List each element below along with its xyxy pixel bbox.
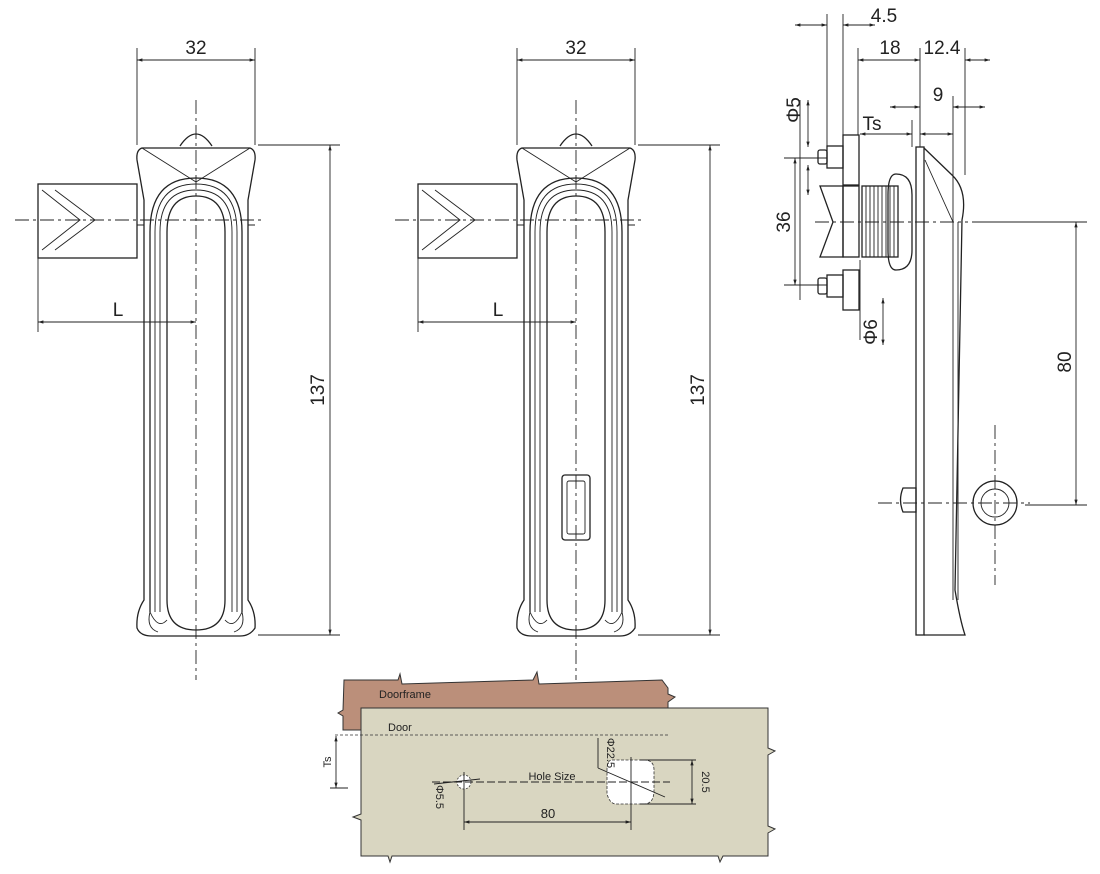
dim-9-label: 9 bbox=[933, 85, 944, 106]
front-view-with-key: 32 137 L bbox=[395, 38, 720, 680]
dim-36-label: 36 bbox=[774, 211, 795, 232]
dim-phi6-label: Φ6 bbox=[861, 319, 882, 345]
dim-12-4-label: 12.4 bbox=[924, 38, 961, 59]
hole-size-label: Hole Size bbox=[528, 771, 575, 783]
phi5-5-label: Φ5.5 bbox=[433, 785, 445, 809]
width-label: 32 bbox=[565, 38, 586, 59]
length-label: L bbox=[113, 300, 124, 321]
panel-cutout-detail: Doorframe Door Ts Hole Size Φ22.5 20.5 Φ… bbox=[322, 670, 777, 864]
dim-phi5-label: Φ5 bbox=[784, 97, 805, 123]
handle-outline bbox=[37, 133, 256, 637]
height-label: 137 bbox=[308, 374, 329, 406]
height-label: 137 bbox=[688, 374, 709, 406]
phi22-5-label: Φ22.5 bbox=[604, 738, 616, 768]
door-plate bbox=[915, 146, 925, 636]
handle-outline bbox=[417, 133, 636, 637]
side-view: 4.5 18 12.4 9 Ts Φ5 36 Φ6 80 bbox=[774, 6, 1087, 636]
door-panel bbox=[351, 707, 777, 864]
dim-4-5-label: 4.5 bbox=[871, 6, 897, 27]
ts-label: Ts bbox=[322, 756, 334, 768]
threaded-barrel bbox=[861, 185, 899, 258]
nut bbox=[887, 173, 913, 271]
dim-80-label: 80 bbox=[1055, 351, 1076, 372]
doorframe bbox=[337, 670, 677, 731]
door-label: Door bbox=[388, 722, 412, 734]
front-view-without-key: 32 137 L bbox=[15, 38, 340, 680]
dim-ts-label: Ts bbox=[863, 114, 882, 135]
length-label: L bbox=[493, 300, 504, 321]
dim-80-label: 80 bbox=[541, 806, 555, 821]
width-label: 32 bbox=[185, 38, 206, 59]
doorframe-label: Doorframe bbox=[379, 689, 431, 701]
dim-20-5-label: 20.5 bbox=[699, 771, 711, 792]
dim-18-label: 18 bbox=[879, 38, 900, 59]
cam bbox=[819, 185, 844, 258]
handle-profile bbox=[923, 147, 966, 636]
